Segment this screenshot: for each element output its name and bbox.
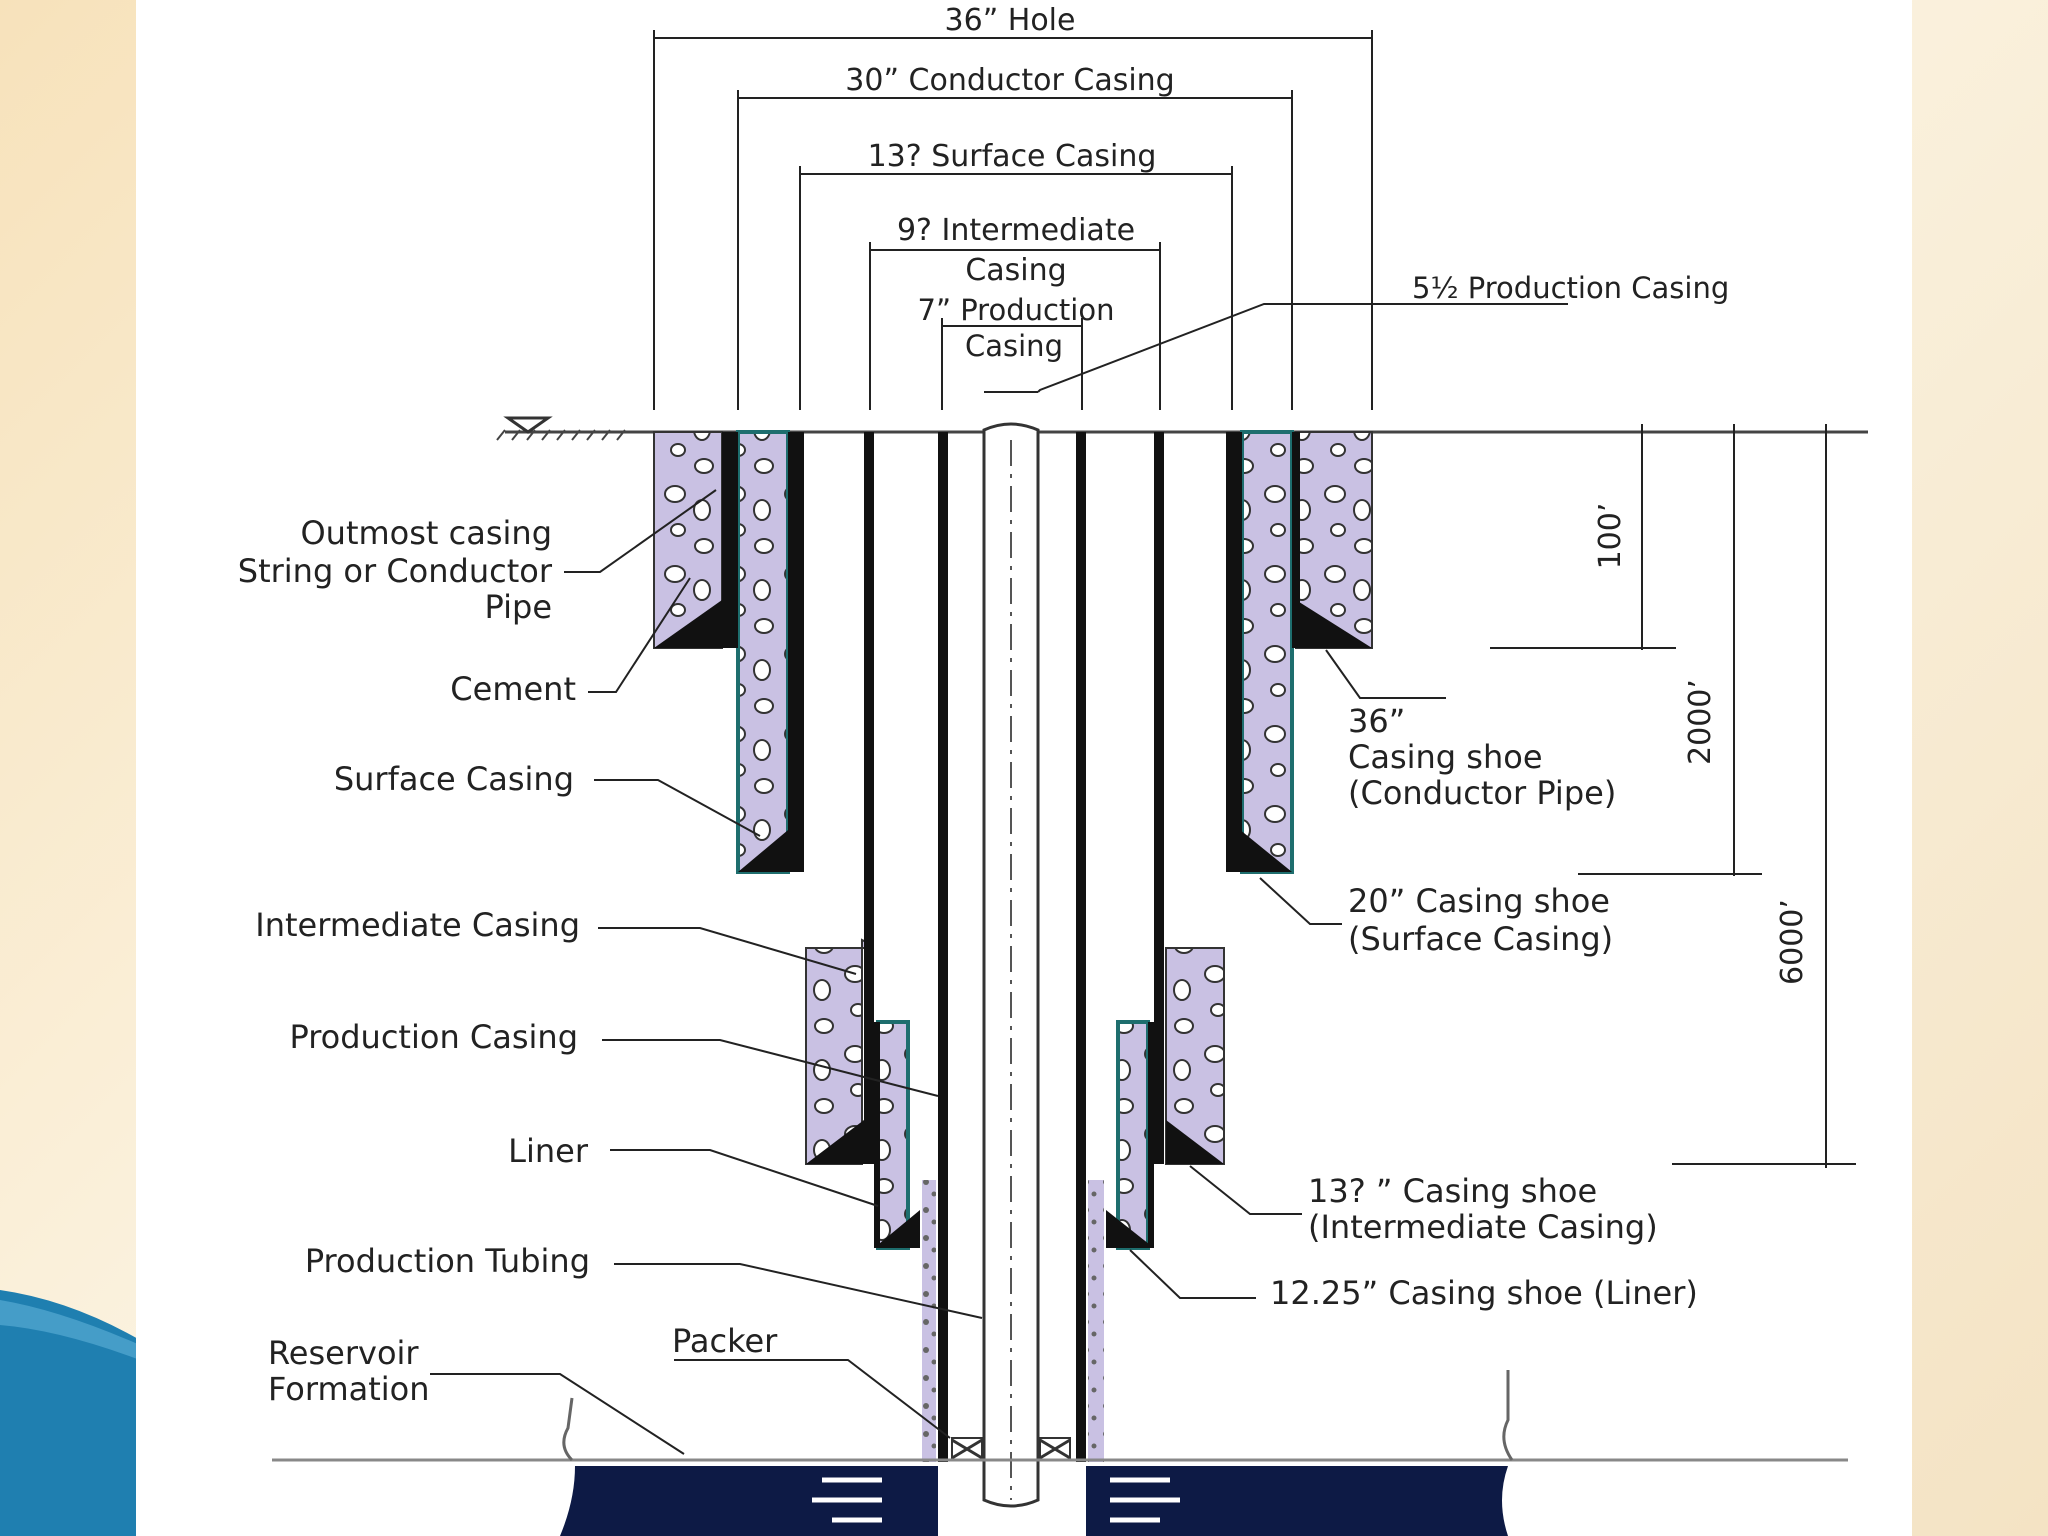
surface-cement (736, 430, 1294, 874)
reservoir-formation (272, 1370, 1848, 1536)
water-level-icon (503, 416, 553, 434)
top-dimension-lines (653, 30, 1568, 410)
intermediate-casing-size-label-2: Casing (965, 253, 1066, 288)
production-tubing-label: Production Tubing (305, 1242, 590, 1280)
outmost-casing-label-2: String or Conductor (238, 552, 553, 590)
cement-label: Cement (450, 670, 576, 708)
surface-casing-label: Surface Casing (334, 760, 574, 798)
intermediate-casing-size-label: 9? Intermediate (897, 213, 1135, 248)
liner-label: Liner (508, 1132, 589, 1170)
outmost-casing-label: Outmost casing (300, 514, 552, 552)
well-casing-diagram: 36” Hole 30” Conductor Casing 13? Surfac… (238, 3, 1868, 1536)
shoe-12-label: 12.25” Casing shoe (Liner) (1270, 1274, 1698, 1312)
leader-lines (430, 489, 1446, 1455)
depth-dimension-lines (1490, 424, 1856, 1168)
reservoir-formation-label: Reservoir (268, 1334, 419, 1372)
shoe-20-label-2: (Surface Casing) (1348, 920, 1613, 958)
conductor-casing (722, 432, 1300, 648)
depth-100-label: 100’ (1593, 503, 1628, 570)
depth-6000-label: 6000’ (1775, 899, 1810, 985)
conductor-cement (653, 431, 1373, 649)
shoe-36-label-2: Casing shoe (1348, 738, 1543, 776)
production-casing-7-label: 7” Production (918, 293, 1115, 327)
production-casing-walls (922, 432, 1104, 1462)
shoe-13-label: 13? ” Casing shoe (1308, 1172, 1597, 1210)
depth-2000-label: 2000’ (1683, 679, 1718, 765)
diagram-panel: 36” Hole 30” Conductor Casing 13? Surfac… (136, 0, 1912, 1536)
shoe-36-label-3: (Conductor Pipe) (1348, 774, 1616, 812)
shoe-20-label: 20” Casing shoe (1348, 882, 1610, 920)
liner-cement (874, 1020, 1154, 1250)
production-casing-label: Production Casing (289, 1018, 578, 1056)
production-casing-7-label-2: Casing (965, 329, 1063, 363)
shoe-13-label-2: (Intermediate Casing) (1308, 1208, 1658, 1246)
surface-casing-size-label: 13? Surface Casing (868, 139, 1157, 174)
reservoir-formation-label-2: Formation (268, 1370, 430, 1408)
intermediate-casing-walls (864, 432, 1164, 1164)
intermediate-cement (805, 938, 1225, 1165)
conductor-casing-label: 30” Conductor Casing (845, 63, 1174, 98)
packer-label: Packer (672, 1322, 778, 1360)
production-tubing (982, 422, 1040, 1508)
intermediate-casing-label: Intermediate Casing (255, 906, 580, 944)
outmost-casing-label-3: Pipe (485, 588, 552, 626)
hole-label: 36” Hole (945, 3, 1076, 38)
shoe-36-label: 36” (1348, 702, 1405, 740)
production-casing-5-label: 5½ Production Casing (1412, 271, 1729, 305)
surface-casing-walls (788, 432, 1242, 872)
